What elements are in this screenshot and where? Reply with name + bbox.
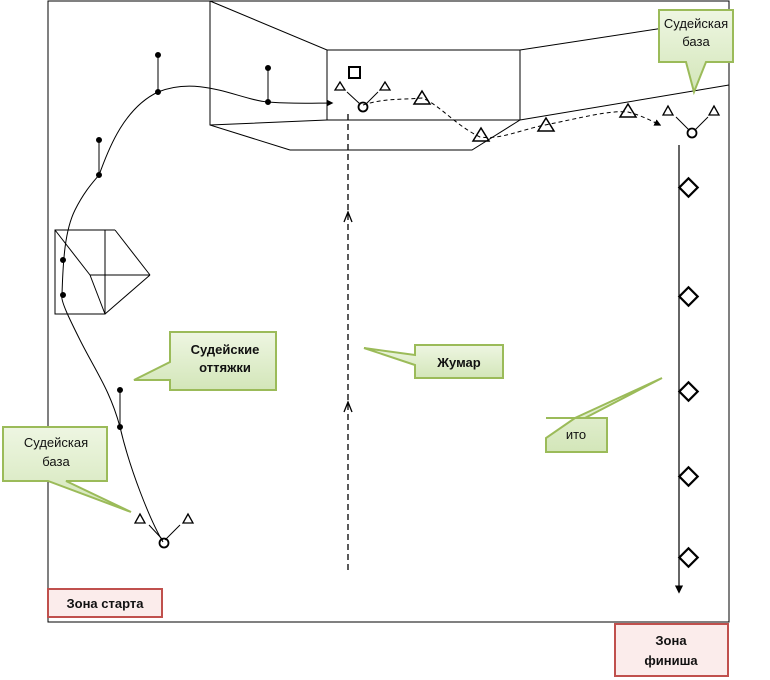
callout-judge-base-bottom-line2: база — [42, 454, 70, 469]
callout-judge-guys-line1: Судейские — [191, 342, 260, 357]
callout-zhumar-label: Жумар — [436, 355, 480, 370]
rope-path-top — [362, 97, 662, 139]
callout-judge-base-bottom-line1: Судейская — [24, 435, 88, 450]
guy-anchors — [60, 52, 271, 430]
zone-finish: Зона финиша — [614, 623, 729, 677]
callout-ito-label: ито — [566, 427, 586, 442]
callout-ito: ито — [545, 377, 663, 453]
ito-line — [674, 145, 700, 594]
callout-judge-base-bottom: Судейская база — [2, 426, 132, 513]
zone-start: Зона старта — [47, 588, 163, 618]
callout-zhumar: Жумар — [363, 344, 504, 379]
zone-start-label: Зона старта — [67, 596, 145, 611]
zhumar-line — [343, 110, 353, 570]
judge-base-top-anchor — [661, 104, 721, 139]
zone-finish-line1: Зона — [655, 633, 687, 648]
cube-obstacle — [54, 229, 151, 315]
overhang-anchor — [333, 66, 392, 113]
rope-path-left — [61, 85, 334, 543]
callout-judge-guys: Судейские оттяжки — [133, 331, 277, 391]
callout-judge-guys-line2: оттяжки — [199, 360, 251, 375]
judge-base-bottom-anchor — [133, 512, 195, 549]
callout-judge-base-top-line1: Судейская — [664, 16, 728, 31]
field-border — [47, 0, 730, 623]
zone-finish-line2: финиша — [644, 653, 698, 668]
path-triangles — [412, 89, 638, 142]
callout-judge-base-top: Судейская база — [658, 9, 734, 96]
callout-judge-base-top-line2: база — [682, 34, 710, 49]
rock-overhang — [209, 0, 730, 151]
